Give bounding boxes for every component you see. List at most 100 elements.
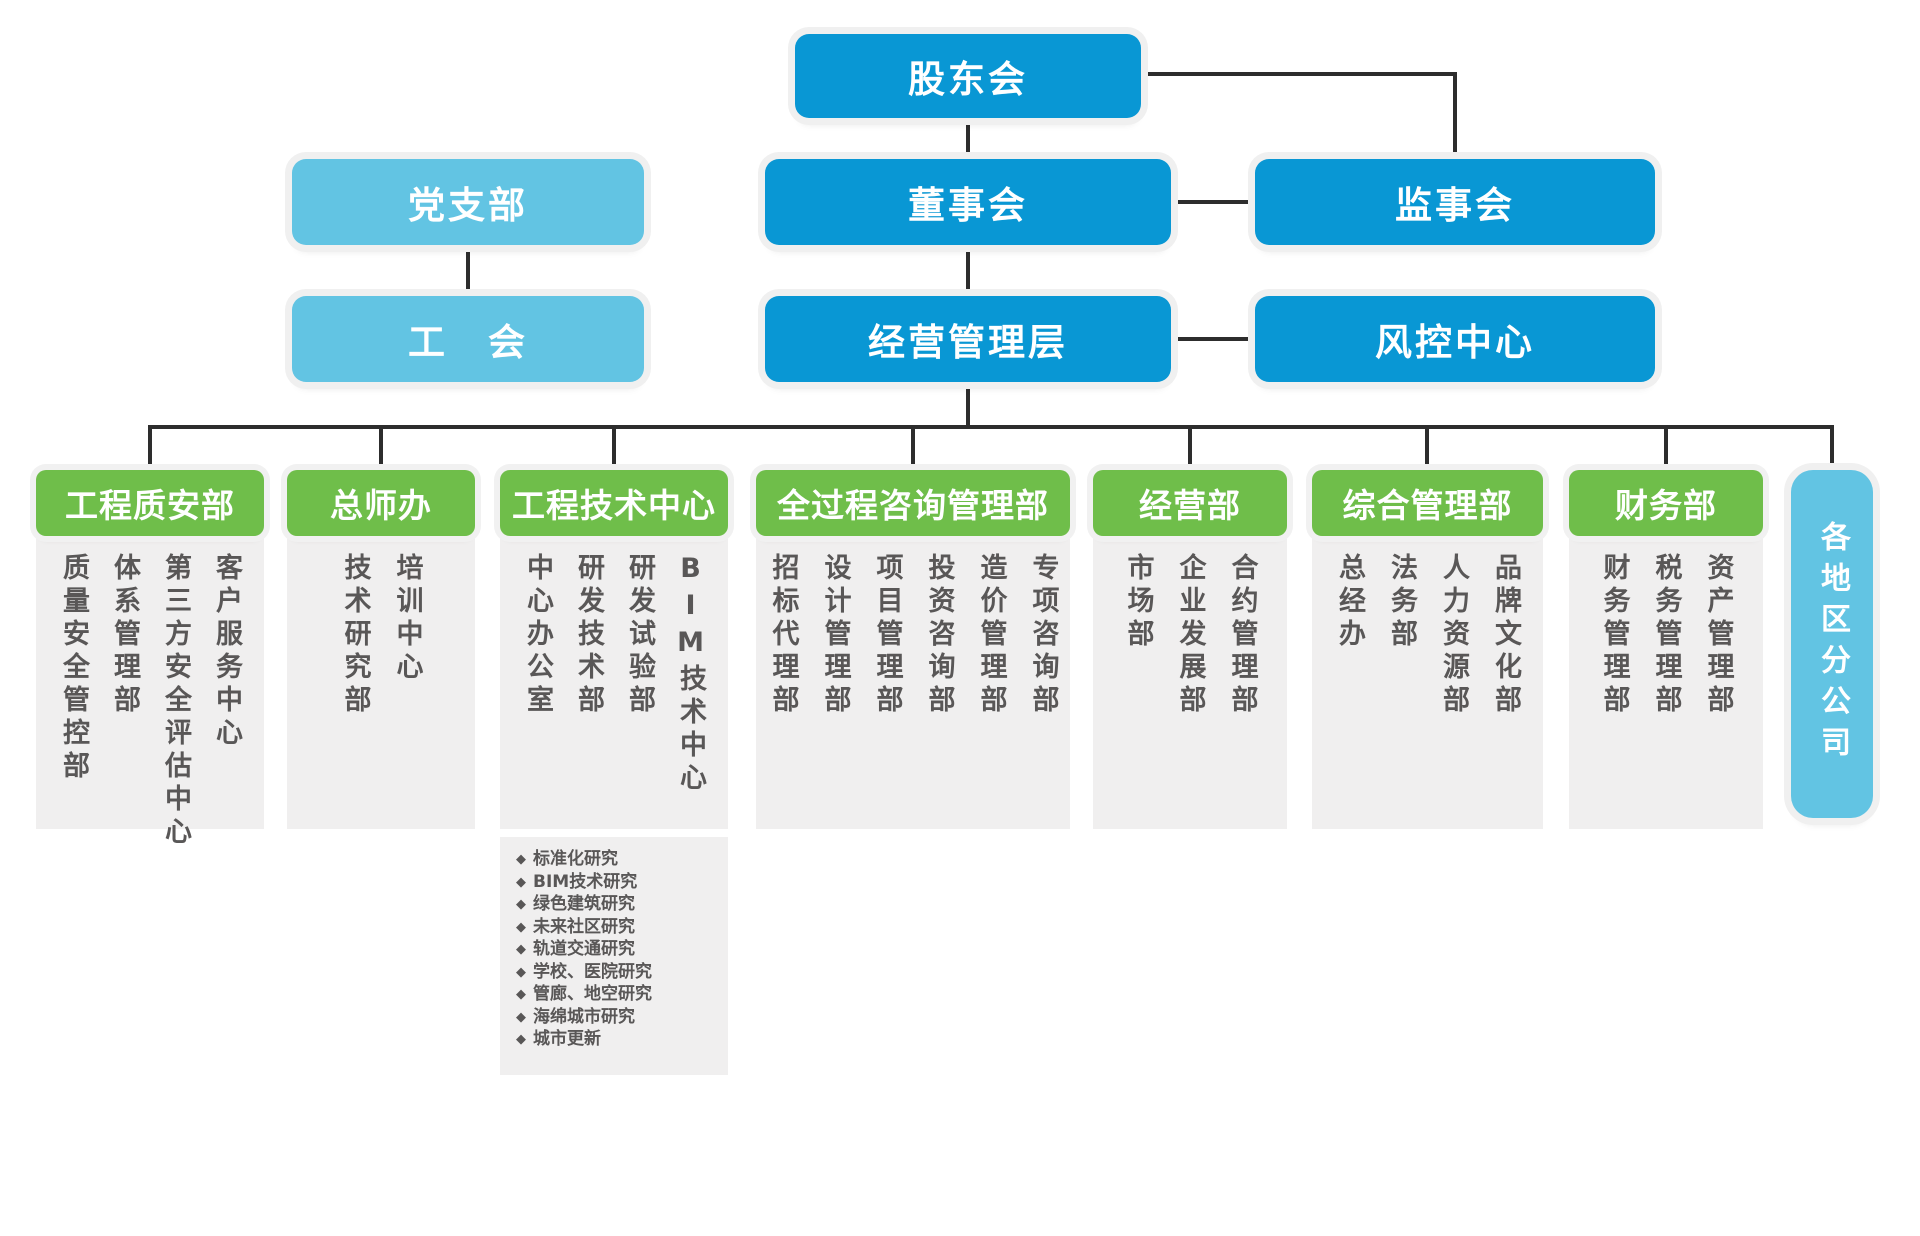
v-unit-label: 招标代理部 <box>767 553 799 718</box>
diamond-bullet-icon: ◆ <box>516 874 526 890</box>
connector-shareholders-supervisors-h <box>1141 72 1457 76</box>
topic-label: ◆ BIM技术研究 <box>516 871 722 894</box>
v-unit-label: 投资咨询部 <box>923 553 955 718</box>
dept-business: 经营部 市场部企业发展部合约管理部 <box>1093 470 1287 829</box>
v-unit-label: 设计管理部 <box>819 553 851 718</box>
dept-whole-process-consulting: 全过程咨询管理部 招标代理部设计管理部项目管理部投资咨询部造价管理部专项咨询部 <box>756 470 1070 829</box>
connector-drop-1 <box>148 425 152 470</box>
dept-units-finance: 财务管理部税务管理部资产管理部 <box>1569 534 1763 829</box>
dept-quality-safety: 工程质安部 质量安全管控部体系管理部第三方安全评估中心客户服务中心 <box>36 470 264 850</box>
diamond-bullet-icon: ◆ <box>516 1009 526 1025</box>
connector-drop-8 <box>1830 425 1834 470</box>
dept-header-general-admin: 综合管理部 <box>1312 470 1543 536</box>
connector-drop-3 <box>612 425 616 470</box>
topic-text: 绿色建筑研究 <box>533 894 635 914</box>
connector-shareholders-board <box>966 118 970 159</box>
topic-text: BIM技术研究 <box>533 871 638 892</box>
v-unit-label: 研发技术部 <box>573 553 604 718</box>
node-shareholders-meeting: 股东会 <box>795 34 1141 118</box>
node-risk-control-center: 风控中心 <box>1255 296 1655 382</box>
research-topics-panel: ◆ 标准化研究 ◆ BIM技术研究 ◆ 绿色建筑研究 ◆ 未来社区研究 ◆ 轨道交通研究 ◆ 学校、医… <box>500 837 728 1075</box>
dept-units-general-admin: 总经办法务部人力资源部品牌文化部 <box>1312 534 1543 829</box>
node-supervisory-board: 监事会 <box>1255 159 1655 245</box>
v-unit-label: 税务管理部 <box>1650 553 1682 718</box>
connector-party-union <box>466 245 470 296</box>
dept-regional-branches: 各地区分公司 <box>1791 470 1873 818</box>
v-unit-label: BIM技术中心 <box>675 553 706 796</box>
dept-header-quality-safety: 工程质安部 <box>36 470 264 536</box>
connector-drop-5 <box>1188 425 1192 470</box>
connector-shareholders-supervisors-v <box>1453 72 1457 159</box>
diamond-bullet-icon: ◆ <box>516 919 526 935</box>
v-unit-label: 品牌文化部 <box>1490 553 1521 718</box>
connector-management-stem <box>966 382 970 425</box>
diamond-bullet-icon: ◆ <box>516 964 526 980</box>
topic-label: ◆ 城市更新 <box>516 1029 722 1051</box>
connector-management-risk <box>1171 337 1255 341</box>
v-unit-label: 总经办 <box>1334 553 1365 652</box>
v-unit-label: 第三方安全评估中心 <box>160 553 191 850</box>
v-unit-label: 研发试验部 <box>624 553 655 718</box>
dept-header-finance: 财务部 <box>1569 470 1763 536</box>
topic-label: ◆ 轨道交通研究 <box>516 939 722 961</box>
dept-header-business: 经营部 <box>1093 470 1287 536</box>
v-unit-label: 质量安全管控部 <box>58 553 89 784</box>
dept-units-quality-safety: 质量安全管控部体系管理部第三方安全评估中心客户服务中心 <box>36 534 264 850</box>
v-unit-label: 客户服务中心 <box>211 553 242 751</box>
diamond-bullet-icon: ◆ <box>516 942 526 957</box>
v-unit-label: 市场部 <box>1122 553 1154 652</box>
v-unit-label: 项目管理部 <box>871 553 903 718</box>
topic-label: ◆ 绿色建筑研究 <box>516 894 722 916</box>
dept-general-admin: 综合管理部 总经办法务部人力资源部品牌文化部 <box>1312 470 1543 829</box>
topic-label: ◆ 海绵城市研究 <box>516 1006 722 1029</box>
connector-drop-2 <box>379 425 383 470</box>
topic-text: 未来社区研究 <box>533 916 635 937</box>
diamond-bullet-icon: ◆ <box>516 987 526 1002</box>
connector-board-management <box>966 245 970 296</box>
v-unit-label: 法务部 <box>1386 553 1417 652</box>
dept-regional-branches-label: 各地区分公司 <box>1815 521 1850 767</box>
dept-units-whole-process-consulting: 招标代理部设计管理部项目管理部投资咨询部造价管理部专项咨询部 <box>756 534 1070 829</box>
node-management-level: 经营管理层 <box>765 296 1171 382</box>
dept-header-whole-process-consulting: 全过程咨询管理部 <box>756 470 1070 536</box>
topic-label: ◆ 标准化研究 <box>516 849 722 871</box>
v-unit-label: 中心办公室 <box>522 553 553 718</box>
connector-drop-7 <box>1664 425 1668 470</box>
connector-drop-6 <box>1425 425 1429 470</box>
topic-text: 学校、医院研究 <box>533 961 652 982</box>
diamond-bullet-icon: ◆ <box>516 897 526 912</box>
topic-label: ◆ 学校、医院研究 <box>516 961 722 984</box>
v-unit-label: 人力资源部 <box>1438 553 1469 718</box>
dept-engineering-tech-center: 工程技术中心 中心办公室研发技术部研发试验部 BIM技术中心 ◆ 标准化研究 ◆ BIM… <box>500 470 728 1075</box>
v-unit-label: 专项咨询部 <box>1027 553 1059 718</box>
v-unit-label: 造价管理部 <box>975 553 1007 718</box>
v-unit-label: 培训中心 <box>391 553 423 685</box>
v-unit-label: 技术研究部 <box>339 553 371 718</box>
dept-chief-engineer-office: 总师办 技术研究部培训中心 <box>287 470 475 829</box>
dept-units-chief-engineer-office: 技术研究部培训中心 <box>287 534 475 829</box>
v-unit-label: 体系管理部 <box>109 553 140 718</box>
topic-text: 城市更新 <box>533 1029 601 1049</box>
v-unit-label: 资产管理部 <box>1702 553 1734 718</box>
dept-header-engineering-tech-center: 工程技术中心 <box>500 470 728 536</box>
diamond-bullet-icon: ◆ <box>516 1032 526 1047</box>
topic-text: 标准化研究 <box>533 849 618 869</box>
topic-label: ◆ 未来社区研究 <box>516 916 722 939</box>
v-unit-label: 合约管理部 <box>1226 553 1258 718</box>
dept-units-engineering-tech-center: 中心办公室研发技术部研发试验部 BIM技术中心 <box>500 534 728 829</box>
node-labor-union: 工 会 <box>292 296 644 382</box>
v-unit-label: 企业发展部 <box>1174 553 1206 718</box>
topic-text: 海绵城市研究 <box>533 1006 635 1027</box>
connector-drop-4 <box>911 425 915 470</box>
topic-text: 轨道交通研究 <box>533 939 635 959</box>
v-unit-label: 财务管理部 <box>1598 553 1630 718</box>
diamond-bullet-icon: ◆ <box>516 852 526 867</box>
dept-units-business: 市场部企业发展部合约管理部 <box>1093 534 1287 829</box>
topic-label: ◆ 管廊、地空研究 <box>516 984 722 1006</box>
node-party-branch: 党支部 <box>292 159 644 245</box>
connector-board-supervisors <box>1171 200 1255 204</box>
topic-text: 管廊、地空研究 <box>533 984 652 1004</box>
node-board-of-directors: 董事会 <box>765 159 1171 245</box>
dept-finance: 财务部 财务管理部税务管理部资产管理部 <box>1569 470 1763 829</box>
